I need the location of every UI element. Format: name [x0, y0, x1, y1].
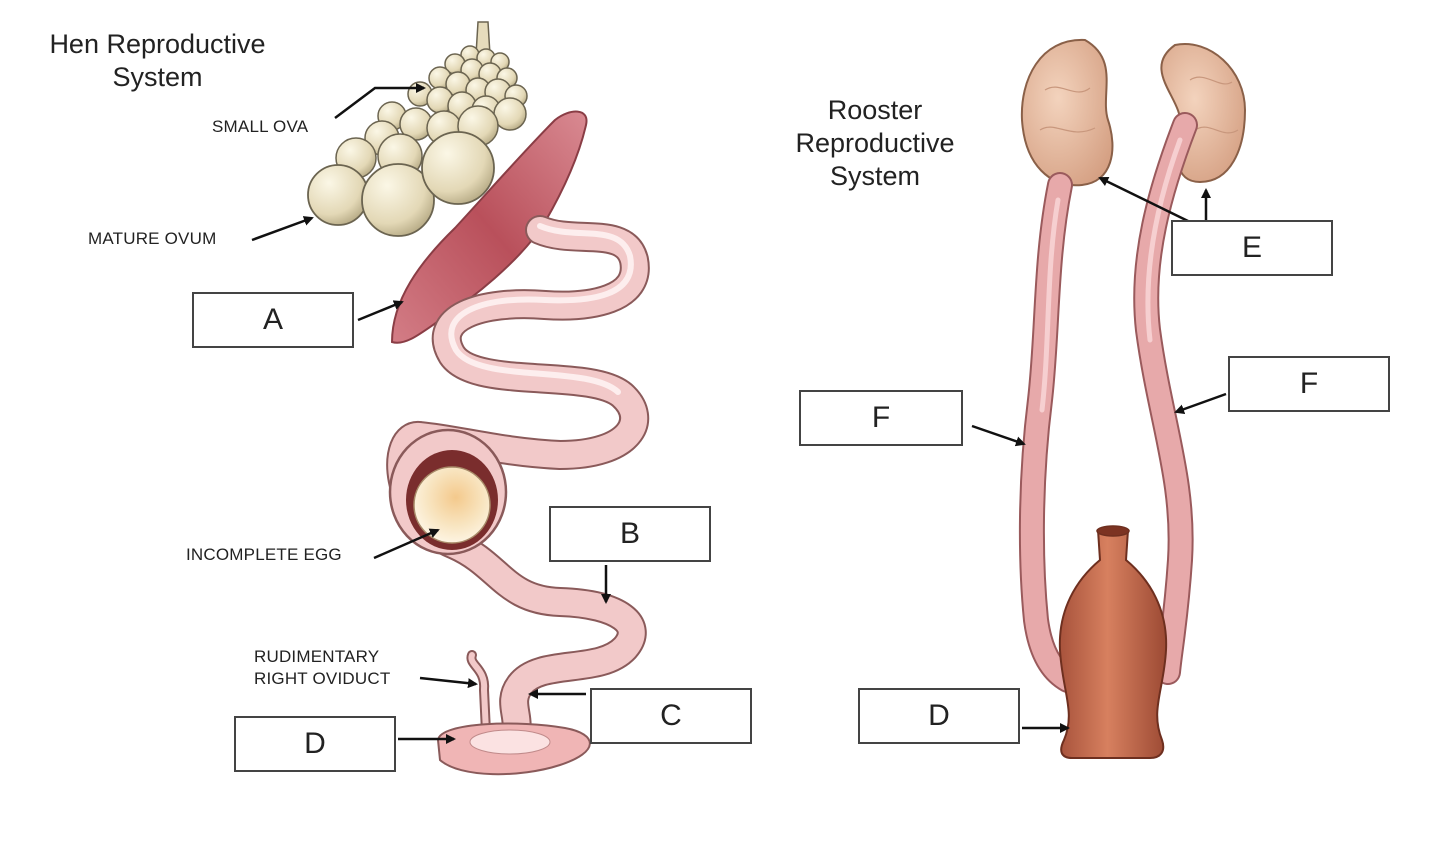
caption-rudimentary-line2: RIGHT OVIDUCT — [254, 669, 391, 688]
arrow-incomplete-egg — [373, 528, 440, 560]
rooster-system-illustration — [1018, 38, 1247, 759]
rooster-title-line1: Rooster — [827, 95, 923, 125]
rooster-title-line3: System — [829, 161, 921, 191]
caption-incomplete-egg: INCOMPLETE EGG — [186, 545, 342, 564]
label-box-c[interactable]: C — [590, 688, 752, 744]
label-box-f-right[interactable]: F — [1228, 356, 1390, 412]
label-box-hen-d[interactable]: D — [234, 716, 396, 772]
rooster-title-line2: Reproductive — [795, 128, 955, 158]
oviduct-highlight — [448, 223, 634, 395]
caption-rudimentary-line1: RUDIMENTARY — [254, 647, 380, 666]
arrow-mature-ovum — [251, 216, 314, 242]
label-box-e[interactable]: E — [1171, 220, 1333, 276]
arrow-f-left — [971, 424, 1026, 447]
pointer-arrows — [251, 83, 1227, 744]
caption-rudimentary: RUDIMENTARY RIGHT OVIDUCT — [254, 646, 390, 690]
rooster-title: Rooster Reproductive System — [770, 94, 980, 193]
label-box-rooster-d[interactable]: D — [858, 688, 1020, 744]
right-vas-highlight — [1145, 137, 1183, 343]
label-box-f-left[interactable]: F — [799, 390, 963, 446]
arrow-small-ova — [334, 83, 426, 119]
caption-small-ova: SMALL OVA — [212, 117, 309, 136]
arrow-e-left — [1098, 176, 1191, 224]
rooster-cloaca-opening — [1096, 525, 1130, 537]
label-box-b[interactable]: B — [549, 506, 711, 562]
arrow-rudimentary — [419, 676, 478, 689]
arrow-f-right — [1174, 392, 1227, 414]
rudimentary-right-oviduct-fill — [468, 652, 489, 735]
mature-ova-group — [307, 131, 495, 237]
rooster-cloaca — [1058, 529, 1168, 759]
left-testis — [1020, 38, 1114, 187]
testis-texture — [1039, 76, 1239, 134]
left-vas-highlight — [1039, 197, 1061, 413]
hen-title: Hen Reproductive System — [30, 28, 285, 94]
hen-system-illustration — [307, 21, 650, 776]
hen-cloaca-inner — [469, 729, 551, 755]
arrow-a — [357, 300, 404, 322]
incomplete-egg — [413, 466, 491, 544]
caption-mature-ovum: MATURE OVUM — [88, 229, 217, 248]
label-box-a[interactable]: A — [192, 292, 354, 348]
hen-title-line2: System — [112, 62, 203, 92]
hen-title-line1: Hen Reproductive — [49, 29, 266, 59]
oviduct — [388, 217, 648, 753]
